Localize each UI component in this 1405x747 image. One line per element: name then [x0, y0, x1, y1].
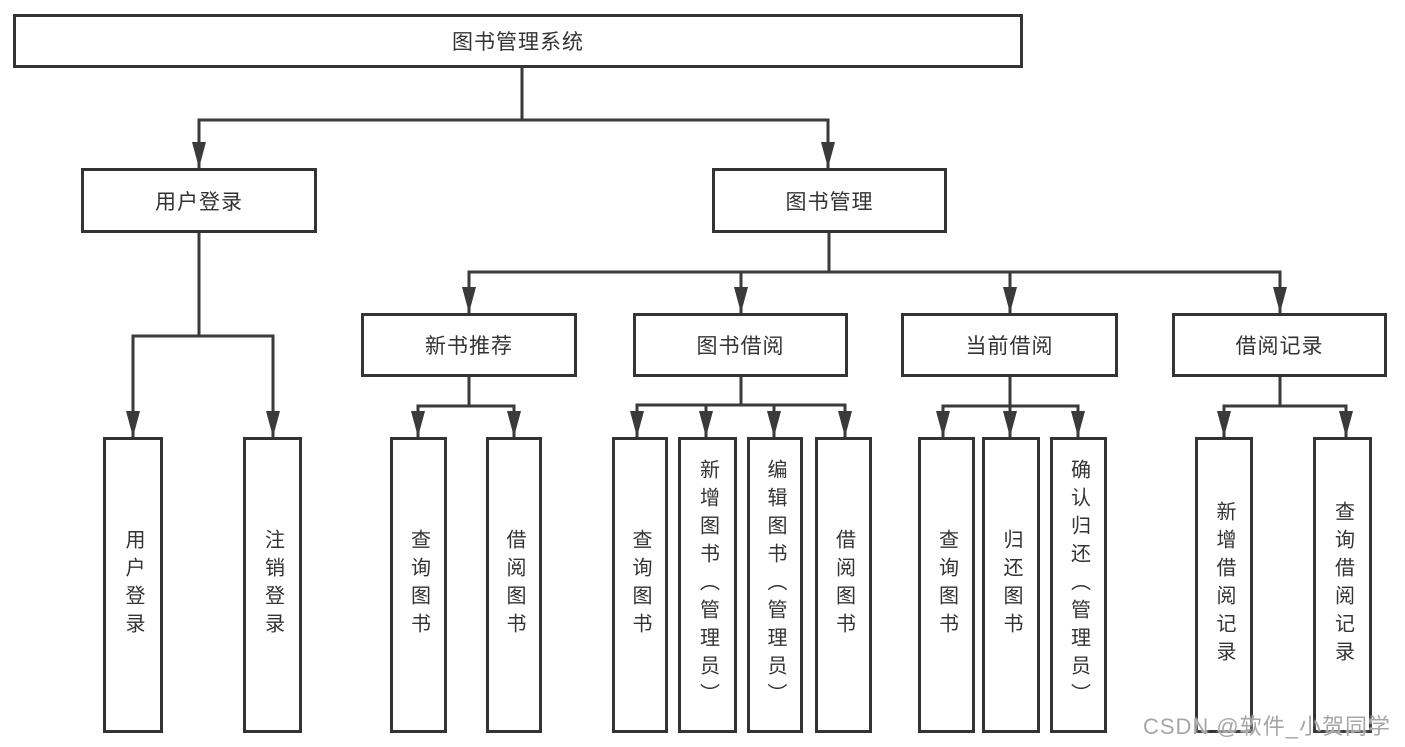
node-borrow-records: 借阅记录	[1172, 313, 1387, 377]
leaf-user-login: 用户登录	[103, 437, 163, 733]
leaf-return-books: 归还图书	[982, 437, 1040, 733]
leaf-label: 归还图书	[1000, 529, 1022, 641]
leaf-label: 借阅图书	[503, 529, 525, 641]
leaf-label: 编辑图书（管理员）	[764, 459, 786, 711]
node-label: 当前借阅	[965, 335, 1054, 358]
leaf-label: 注销登录	[261, 529, 284, 641]
leaf-logout-login: 注销登录	[243, 437, 302, 733]
leaf-edit-books-admin: 编辑图书（管理员）	[747, 437, 803, 733]
leaf-label: 确认归还（管理员）	[1067, 459, 1090, 711]
leaf-label: 查询图书	[935, 529, 958, 641]
leaf-add-borrow-record: 新增借阅记录	[1195, 437, 1253, 733]
node-label: 图书借阅	[696, 335, 785, 358]
leaf-add-books-admin: 新增图书（管理员）	[678, 437, 737, 733]
node-new-book-recommend: 新书推荐	[361, 313, 577, 377]
node-label: 图书管理	[785, 190, 874, 214]
leaf-confirm-return-admin: 确认归还（管理员）	[1050, 437, 1107, 733]
node-label: 新书推荐	[425, 335, 513, 358]
leaf-label: 借阅图书	[832, 529, 855, 641]
leaf-label: 查询借阅记录	[1331, 501, 1354, 669]
leaf-label: 新增图书（管理员）	[696, 459, 719, 711]
leaf-borrow-books-newbook: 借阅图书	[486, 437, 542, 733]
node-current-borrow: 当前借阅	[901, 313, 1118, 377]
leaf-label: 查询图书	[407, 529, 430, 641]
node-label: 图书管理系统	[452, 31, 584, 54]
leaf-query-books-newbook: 查询图书	[390, 437, 447, 733]
node-label: 借阅记录	[1235, 335, 1324, 358]
leaf-label: 新增借阅记录	[1213, 501, 1235, 669]
leaf-label: 查询图书	[629, 529, 651, 641]
leaf-label: 用户登录	[122, 529, 144, 641]
node-library-management-system: 图书管理系统	[13, 14, 1023, 68]
leaf-borrow-books-borrow: 借阅图书	[815, 437, 872, 733]
node-book-management: 图书管理	[712, 168, 947, 233]
leaf-query-books-borrow: 查询图书	[612, 437, 668, 733]
leaf-query-borrow-record: 查询借阅记录	[1313, 437, 1372, 733]
leaf-query-books-current: 查询图书	[918, 437, 975, 733]
node-user-login: 用户登录	[81, 168, 317, 233]
node-book-borrow: 图书借阅	[633, 313, 848, 377]
csdn-watermark: CSDN @软件_小贺同学	[1142, 714, 1391, 739]
node-label: 用户登录	[155, 190, 243, 214]
